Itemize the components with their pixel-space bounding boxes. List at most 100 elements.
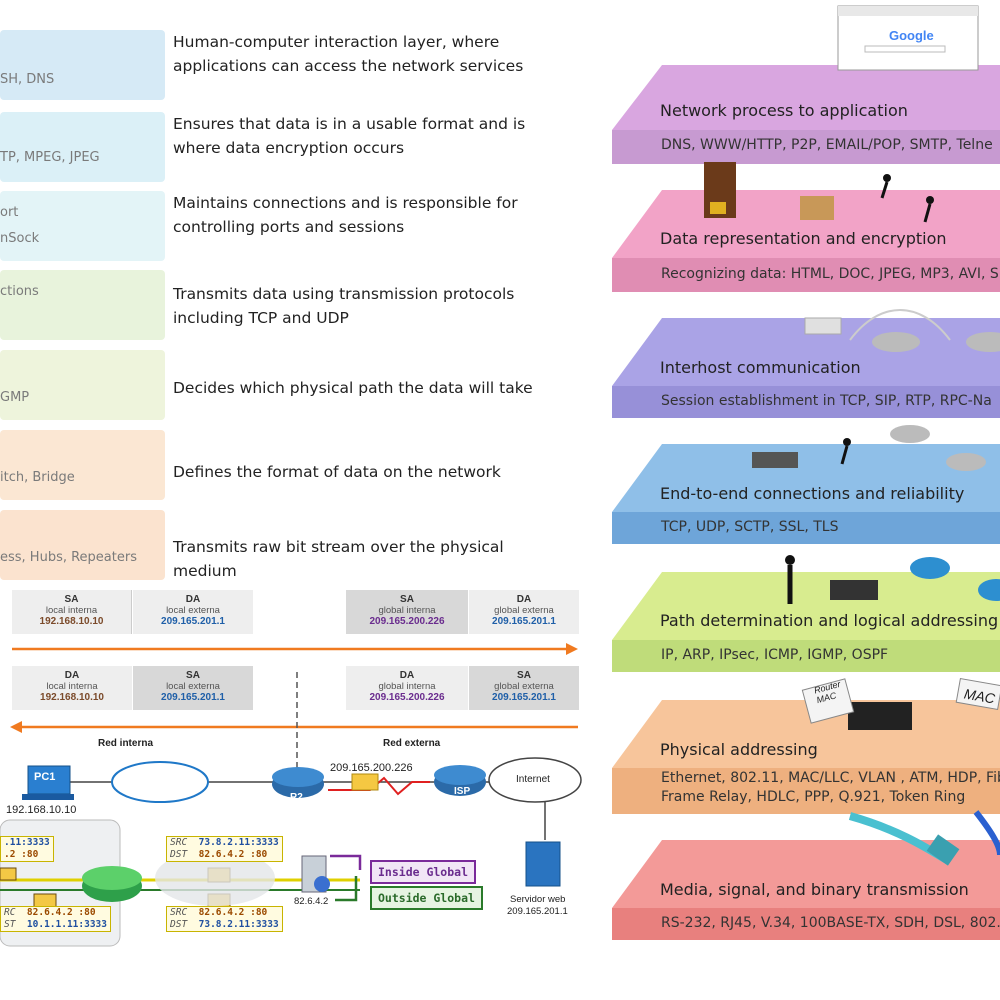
inside-global-link xyxy=(330,854,362,870)
layer-band xyxy=(612,640,1000,672)
osi-row-network: GMP Decides which physical path the data… xyxy=(0,350,600,422)
osi-box-line: ess, Hubs, Repeaters xyxy=(0,550,137,565)
protocol-text: IP, ARP, IPsec, ICMP, IGMP, OSPF xyxy=(661,647,889,663)
server2-ip: 82.6.4.2 xyxy=(294,896,329,907)
layer-title: Data representation and encryption xyxy=(660,229,947,248)
running-courier-icon xyxy=(880,174,934,223)
osi-row-transport: ctions Transmits data using transmission… xyxy=(0,270,600,342)
protocol-text: Ethernet, 802.11, MAC/LLC, VLAN , ATM, H… xyxy=(661,770,1000,786)
osi-description: Maintains connections and is responsible… xyxy=(173,194,518,236)
browser-window-icon xyxy=(837,5,979,71)
header-tag: DA xyxy=(185,594,201,605)
header-address: 209.165.200.226 xyxy=(369,616,445,627)
header-address: 209.165.201.1 xyxy=(161,616,225,627)
layer-band xyxy=(612,768,1000,814)
isp-label: ISP xyxy=(454,786,471,797)
layer-protocols: RS-232, RJ45, V.34, 100BASE-TX, SDH, DSL… xyxy=(612,909,1000,939)
header-tag: SA xyxy=(186,670,200,681)
layer-band xyxy=(612,386,1000,418)
layer-protocols: Session establishment in TCP, SIP, RTP, … xyxy=(612,387,1000,417)
bridge-icon xyxy=(849,309,951,341)
r2-ip: 209.165.200.226 xyxy=(330,762,413,774)
layer-protocols: Ethernet, 802.11, MAC/LLC, VLAN , ATM, H… xyxy=(612,765,1000,811)
header-cell: DA global interna 209.165.200.226 xyxy=(346,666,468,710)
header-desc: local interna xyxy=(46,681,98,692)
layer-plane xyxy=(612,840,1000,908)
packet-src-key: RC xyxy=(4,907,16,918)
protocol-text: RS-232, RJ45, V.34, 100BASE-TX, SDH, DSL… xyxy=(661,915,1000,931)
header-cell: SA local interna 192.168.10.10 xyxy=(12,590,132,634)
layer-title: Path determination and logical addressin… xyxy=(660,611,999,630)
packet-src: .11:3333 xyxy=(4,837,50,848)
packet-box-left-bottom: RC 82.6.4.2 :80 ST 10.1.1.11:3333 xyxy=(0,906,111,932)
packet-dst: 82.6.4.2 :80 xyxy=(198,849,268,860)
layer-band xyxy=(612,908,1000,940)
outside-global-label: Outside Global xyxy=(370,886,483,910)
packet-dst-key: ST xyxy=(4,919,16,930)
server-ip: 209.165.201.1 xyxy=(507,906,568,917)
server-globe-icon xyxy=(301,855,330,893)
layer-band xyxy=(612,130,1000,164)
osi-description: Transmits raw bit stream over the physic… xyxy=(173,538,504,580)
server-label: Servidor web xyxy=(510,894,566,905)
header-cell: DA global externa 209.165.201.1 xyxy=(469,590,579,634)
packet-dst: 10.1.1.11:3333 xyxy=(26,919,107,930)
osi-layer-box: ort nSock xyxy=(0,191,165,261)
layer-title: Interhost communication xyxy=(660,358,861,377)
header-cell: SA global externa 209.165.201.1 xyxy=(469,666,579,710)
pc-ip: 192.168.10.10 xyxy=(6,804,77,816)
osi-layer-box: SH, DNS xyxy=(0,30,165,100)
layer-band xyxy=(612,258,1000,292)
layer-title: Network process to application xyxy=(660,101,908,120)
router-icon xyxy=(752,425,986,471)
packet-dst: 73.8.2.11:3333 xyxy=(198,919,279,930)
wireless-router-icon xyxy=(848,702,912,730)
header-cell: DA local externa 209.165.201.1 xyxy=(133,590,253,634)
osi-box-line: GMP xyxy=(0,390,30,405)
packet-src: 73.8.2.11:3333 xyxy=(198,837,279,848)
header-tag: DA xyxy=(399,670,415,681)
osi-box-line: SH, DNS xyxy=(0,72,55,87)
router-r2-icon xyxy=(272,767,324,798)
header-tag: SA xyxy=(64,594,79,605)
protocol-text: Recognizing data: HTML, DOC, JPEG, MP3, … xyxy=(661,266,999,282)
google-logo: Google xyxy=(889,28,934,43)
protocol-text: Frame Relay, HDLC, PPP, Q.921, Token Rin… xyxy=(661,789,966,805)
osi-box-line: TP, MPEG, JPEG xyxy=(0,150,100,165)
layer-band xyxy=(612,512,1000,544)
packet-dst: .2 :80 xyxy=(4,849,39,860)
packet-dst-key: DST xyxy=(170,919,188,930)
layer-protocols: IP, ARP, IPsec, ICMP, IGMP, OSPF xyxy=(612,641,1000,671)
wireless-router-icon xyxy=(830,580,878,600)
osi-row-application: SH, DNS Human-computer interaction layer… xyxy=(0,30,600,102)
header-tag: SA xyxy=(517,670,531,681)
packet-src: 82.6.4.2 :80 xyxy=(26,907,96,918)
protocol-text: DNS, WWW/HTTP, P2P, EMAIL/POP, SMTP, Tel… xyxy=(661,137,993,153)
layer-title: Physical addressing xyxy=(660,740,818,759)
person-icon xyxy=(785,555,795,604)
protocol-text: TCP, UDP, SCTP, SSL, TLS xyxy=(661,519,839,535)
nat-router-icon xyxy=(82,866,142,902)
packet-dst-key: DST xyxy=(170,849,188,860)
pc-icon xyxy=(22,765,74,800)
protocol-text: Session establishment in TCP, SIP, RTP, … xyxy=(661,393,992,409)
header-desc: local externa xyxy=(166,605,220,616)
osi-description: Transmits data using transmission protoc… xyxy=(173,285,515,327)
osi-description: Decides which physical path the data wil… xyxy=(173,379,533,397)
packet-src-key: SRC xyxy=(170,837,188,848)
header-desc: local externa xyxy=(166,681,220,692)
layer-plane xyxy=(612,572,1000,640)
header-desc: global externa xyxy=(494,681,554,692)
courier-icon xyxy=(840,438,851,465)
layer-stack-svg xyxy=(612,5,1000,940)
osi-row-presentation: TP, MPEG, JPEG Ensures that data is in a… xyxy=(0,112,600,184)
packet-box-mid-top: SRC 73.8.2.11:3333 DST 82.6.4.2 :80 xyxy=(166,836,283,862)
osi-description: Defines the format of data on the networ… xyxy=(173,463,501,481)
osi-layer-box: itch, Bridge xyxy=(0,430,165,500)
osi-layer-box: TP, MPEG, JPEG xyxy=(0,112,165,182)
header-cell: DA local interna 192.168.10.10 xyxy=(12,666,132,710)
inside-global-label: Inside Global xyxy=(370,860,477,884)
router-icon xyxy=(804,317,1000,352)
door-lock-icon xyxy=(704,162,736,218)
web-server-icon xyxy=(525,841,561,887)
